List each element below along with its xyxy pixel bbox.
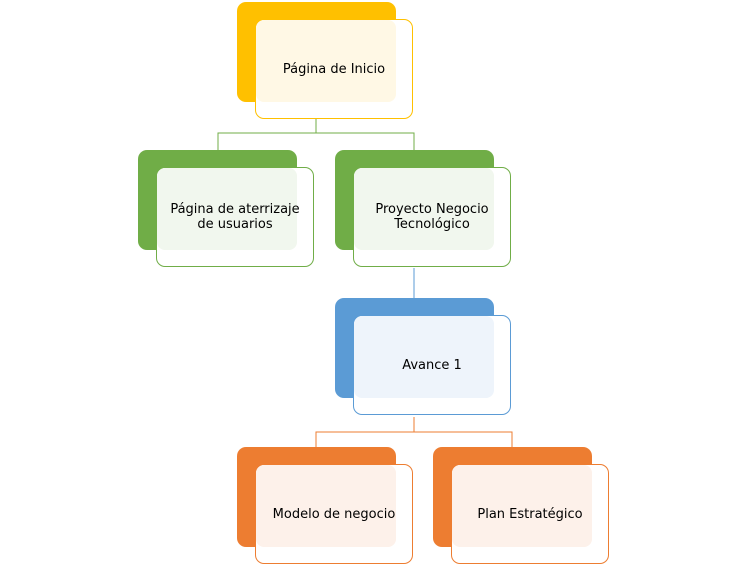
- connector-home-project: [316, 132, 415, 150]
- node-strategic-plan-box: Plan Estratégico: [451, 464, 609, 564]
- node-home: Página de Inicio: [237, 2, 415, 121]
- node-strategic-plan: Plan Estratégico: [433, 447, 611, 566]
- node-landing: Página de aterrizaje de usuarios: [138, 150, 316, 269]
- node-landing-label: Página de aterrizaje de usuarios: [170, 202, 300, 232]
- node-home-fill: [256, 20, 396, 102]
- node-progress-fill: [354, 316, 494, 398]
- node-business-model: Modelo de negocio: [237, 447, 415, 566]
- node-home-label: Página de Inicio: [282, 61, 386, 77]
- node-landing-fill: [157, 168, 297, 250]
- node-project-box: Proyecto Negocio Tecnológico: [353, 167, 511, 267]
- node-project-fill: [354, 168, 494, 250]
- node-business-model-label: Modelo de negocio: [272, 506, 396, 522]
- connector-progress-business-model: [315, 417, 415, 448]
- node-strategic-plan-label: Plan Estratégico: [477, 506, 583, 522]
- node-strategic-plan-fill: [452, 465, 592, 547]
- connector-home-landing: [217, 119, 317, 150]
- node-project-label: Proyecto Negocio Tecnológico: [375, 202, 489, 232]
- node-business-model-box: Modelo de negocio: [255, 464, 413, 564]
- connector-progress-strategic-plan: [414, 431, 513, 448]
- node-progress-box: Avance 1: [353, 315, 511, 415]
- node-progress: Avance 1: [335, 298, 513, 417]
- node-progress-label: Avance 1: [402, 357, 462, 373]
- node-landing-box: Página de aterrizaje de usuarios: [156, 167, 314, 267]
- node-home-box: Página de Inicio: [255, 19, 413, 119]
- node-business-model-fill: [256, 465, 396, 547]
- node-project: Proyecto Negocio Tecnológico: [335, 150, 513, 269]
